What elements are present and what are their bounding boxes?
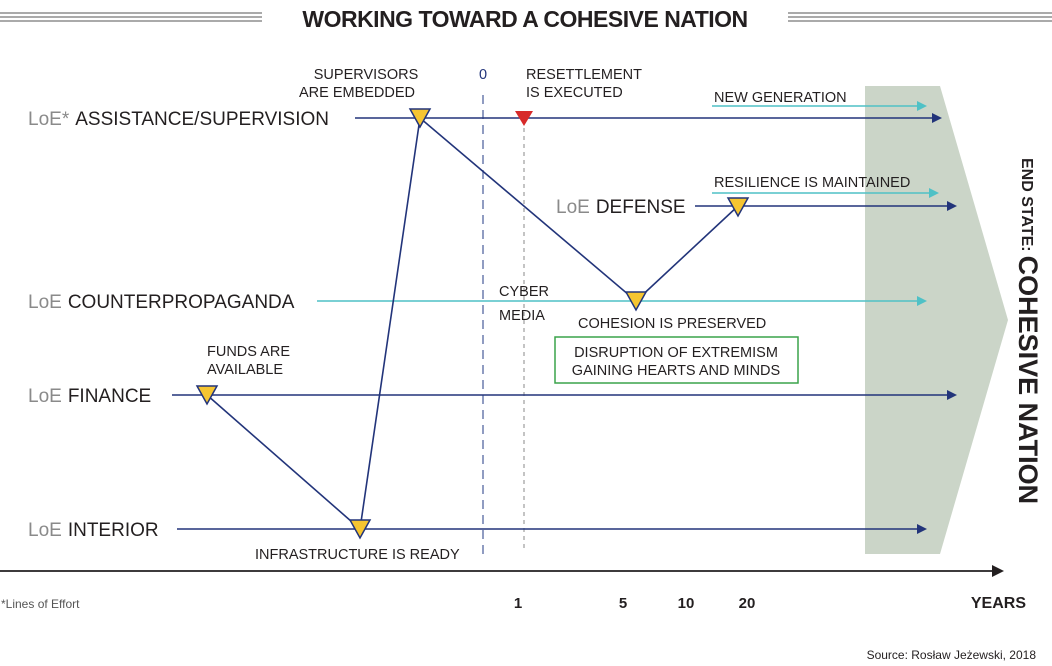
end-state-label: END STATE:COHESIVE NATION	[1013, 158, 1043, 504]
label-supervisors-2: ARE EMBEDDED	[299, 85, 415, 101]
box-line-1: DISRUPTION OF EXTREMISM	[574, 345, 778, 361]
tick-label-1: 1	[514, 595, 522, 612]
label-infrastructure: INFRASTRUCTURE IS READY	[255, 547, 460, 563]
footnote: *Lines of Effort	[1, 597, 80, 611]
label-resettlement-1: RESETTLEMENT	[526, 67, 642, 83]
end-state-band	[865, 86, 1008, 554]
tick-label-5: 5	[619, 595, 627, 612]
box-line-2: GAINING HEARTS AND MINDS	[572, 363, 780, 379]
milestone-infrastructure-marker	[348, 519, 372, 540]
milestone-supervisors-marker	[408, 108, 432, 129]
label-funds-2: AVAILABLE	[207, 362, 283, 378]
label-supervisors-1: SUPERVISORS	[314, 67, 419, 83]
loe-label-assistance: LoE*ASSISTANCE/SUPERVISION	[28, 109, 329, 130]
title-rules	[0, 12, 1052, 22]
milestone-funds-marker	[195, 385, 219, 406]
milestone-cohesion-marker	[624, 291, 648, 312]
connectors	[206, 117, 739, 530]
label-resilience: RESILIENCE IS MAINTAINED	[714, 175, 910, 191]
tick-label-10: 10	[678, 595, 695, 612]
axis-label: YEARS	[971, 595, 1026, 612]
label-new-generation: NEW GENERATION	[714, 90, 847, 106]
milestone-resilience-marker	[726, 197, 750, 218]
extremism-box	[554, 336, 799, 384]
source-credit: Source: Rosław Jeżewski, 2018	[867, 648, 1037, 662]
milestone-resettlement-marker	[515, 111, 533, 126]
page-title: WORKING TOWARD A COHESIVE NATION	[302, 6, 747, 32]
label-cyber: CYBER	[499, 284, 549, 300]
tick-label-20: 20	[739, 595, 756, 612]
label-resettlement-2: IS EXECUTED	[526, 85, 623, 101]
label-media: MEDIA	[499, 308, 545, 324]
zero-label: 0	[479, 67, 487, 83]
label-cohesion: COHESION IS PRESERVED	[578, 316, 766, 332]
label-funds-1: FUNDS ARE	[207, 344, 290, 360]
